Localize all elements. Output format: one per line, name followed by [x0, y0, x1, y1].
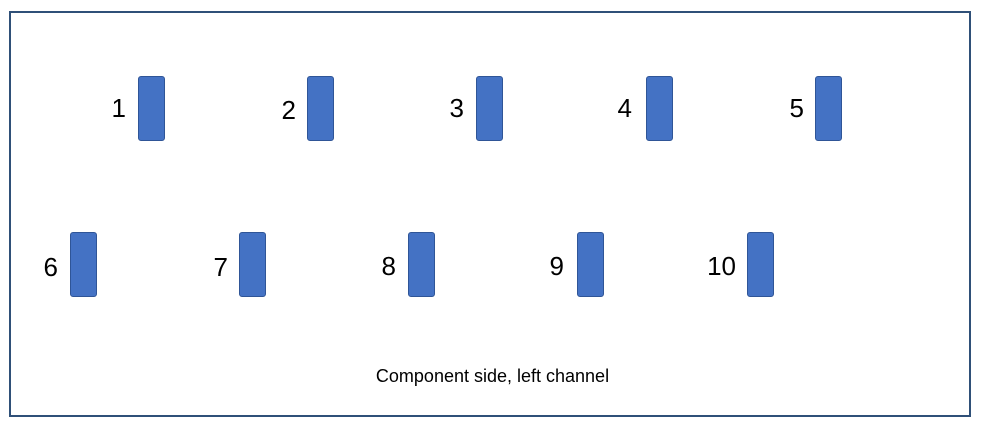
- component-5: [815, 76, 842, 141]
- component-4: [646, 76, 673, 141]
- board-outline: [9, 11, 971, 417]
- component-6: [70, 232, 97, 297]
- component-2: [307, 76, 334, 141]
- component-label-3: 3: [449, 93, 464, 123]
- component-3: [476, 76, 503, 141]
- component-7: [239, 232, 266, 297]
- component-label-6: 6: [43, 252, 58, 282]
- component-label-4: 4: [617, 93, 632, 123]
- component-9: [577, 232, 604, 297]
- component-label-1: 1: [111, 93, 126, 123]
- diagram-caption: Component side, left channel: [375, 366, 610, 386]
- component-label-5: 5: [789, 93, 804, 123]
- component-8: [408, 232, 435, 297]
- component-10: [747, 232, 774, 297]
- component-label-8: 8: [381, 251, 396, 281]
- component-label-10: 10: [707, 251, 736, 281]
- component-label-2: 2: [281, 95, 296, 125]
- component-label-9: 9: [549, 251, 564, 281]
- component-1: [138, 76, 165, 141]
- component-label-7: 7: [213, 252, 228, 282]
